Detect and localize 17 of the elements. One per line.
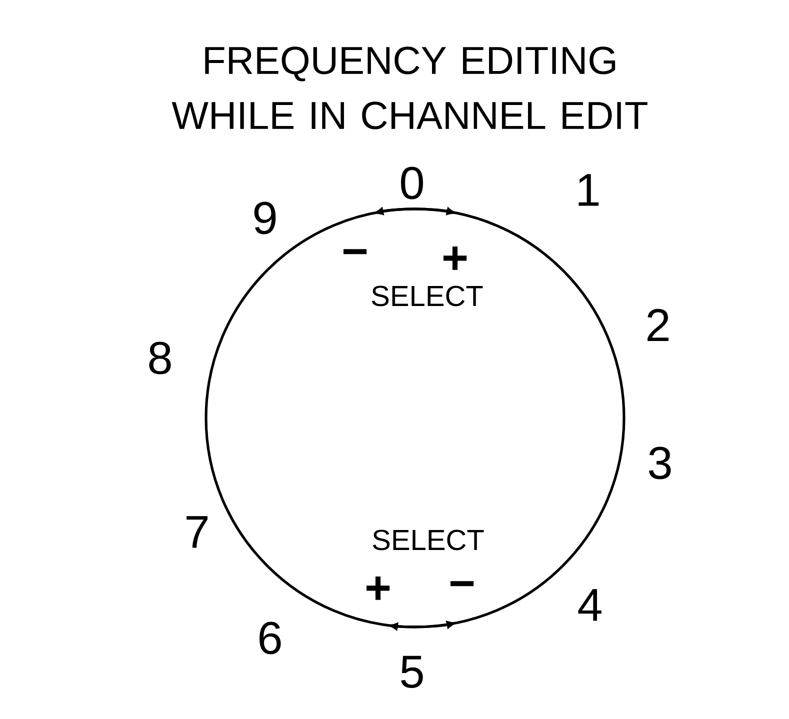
select-label: SELECT <box>372 286 483 306</box>
title: FREQUENCY EDITING WHILE IN CHANNEL EDIT <box>172 46 648 130</box>
sign-label: − <box>344 249 367 254</box>
position-number: 4 <box>578 589 602 621</box>
position-number: 6 <box>260 622 281 654</box>
position-number: 3 <box>648 446 671 480</box>
position-number: 7 <box>186 516 208 548</box>
sign-label: + <box>366 576 390 600</box>
sign-label: − <box>450 581 474 586</box>
position-number: 2 <box>648 308 668 342</box>
position-number: 8 <box>149 342 171 374</box>
position-number: 5 <box>401 656 423 688</box>
position-number: 0 <box>401 166 423 200</box>
position-number: 9 <box>254 202 276 234</box>
sign-label: + <box>444 246 467 270</box>
position-number: 1 <box>578 174 599 206</box>
select-label: SELECT <box>372 530 484 550</box>
